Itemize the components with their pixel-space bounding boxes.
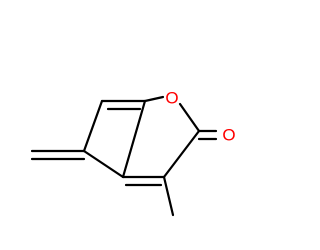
bond-c3-c6a <box>121 99 147 179</box>
oxygen-carbonyl-label: O <box>222 126 235 145</box>
bond-o1-c2 <box>178 102 201 133</box>
bond-c5-c4 <box>82 99 104 153</box>
bond-c6a-o1 <box>143 95 165 103</box>
bond-c4-c3 <box>82 149 125 179</box>
oxygen-ring-label: O <box>165 89 178 108</box>
bond-methyl <box>162 175 175 217</box>
molecule-structure: O O <box>30 89 236 217</box>
bond-c2-c3 <box>162 129 201 179</box>
